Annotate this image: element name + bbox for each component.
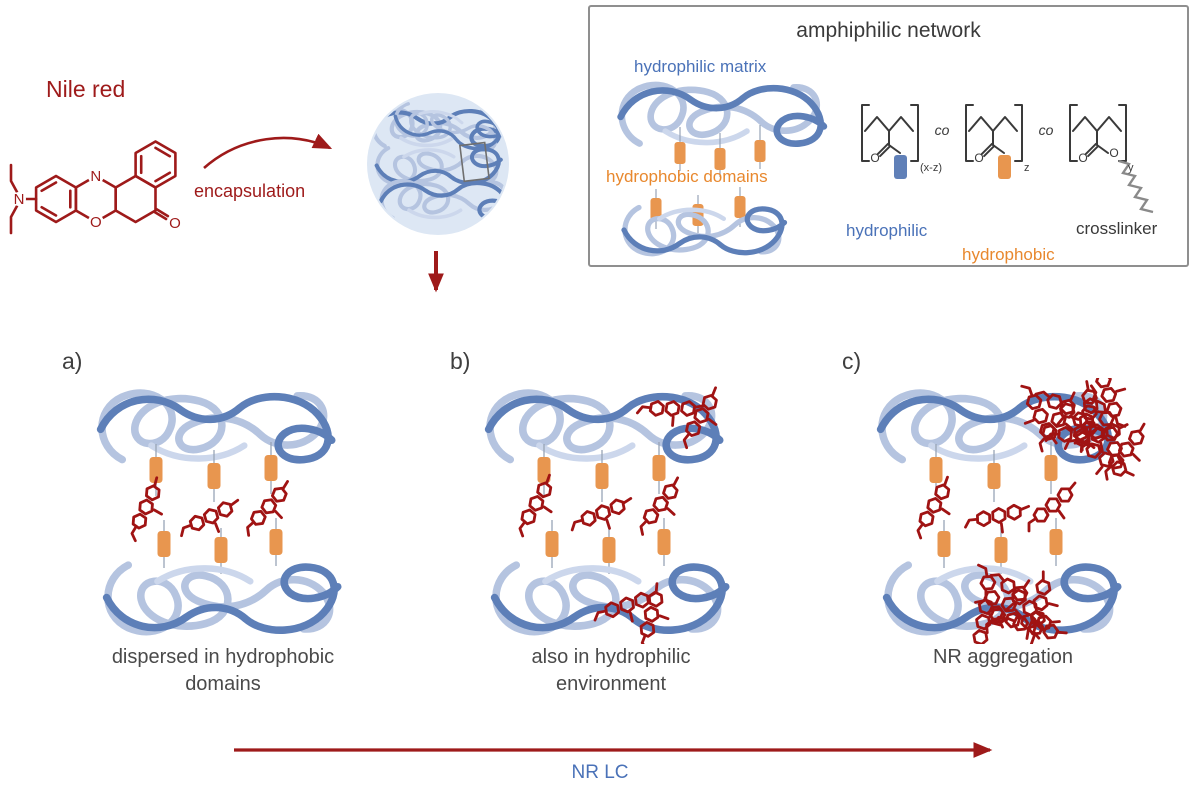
nr-lc-label: NR LC (571, 762, 629, 783)
subscript-y: y (1128, 162, 1134, 174)
caption-line: domains (185, 673, 261, 695)
nile-red-label: Nile red (46, 76, 126, 102)
encapsulation-arrow (203, 133, 333, 169)
panel-a-label: a) (62, 348, 83, 374)
panel-c-drawing (846, 378, 1161, 644)
panel-a-drawing (66, 378, 381, 644)
carbonyl-o-label: O (1078, 151, 1087, 165)
inset-title: amphiphilic network (796, 19, 981, 42)
zoom-region-indicator (459, 141, 490, 183)
hydrophobic-domains-label: hydrophobic domains (606, 167, 768, 186)
crosslinker-zigzag (1118, 159, 1154, 214)
panel-c: c) (838, 344, 1168, 724)
polymer-tangle-bottom (495, 565, 726, 632)
repeat-unit-bracket (1118, 104, 1127, 162)
nile-red-molecules (113, 476, 296, 549)
hydrophilic-label: hydrophilic (846, 221, 928, 240)
panel-c-label: c) (842, 348, 862, 374)
caption-line: dispersed in hydrophobic (111, 646, 335, 668)
co-label-2: co (1039, 122, 1054, 138)
carbonyl-o-label: O (974, 151, 983, 165)
repeat-unit-bracket (910, 104, 919, 162)
polymer-tangle-bottom (624, 208, 785, 254)
panel-b: b) (446, 344, 776, 724)
polymer-tangle-bottom (107, 565, 338, 632)
hydrophobic-sidechain-swatch (998, 155, 1011, 179)
repeat-unit-bracket (1014, 104, 1023, 162)
repeat-unit-bracket (965, 104, 974, 162)
repeat-unit-bracket (861, 104, 870, 162)
panel-a-caption: dispersed in hydrophobic domains (58, 644, 388, 698)
caption-line: environment (555, 673, 667, 695)
caption-line: NR aggregation (932, 646, 1074, 668)
caption-line: also in hydrophilic (531, 646, 691, 668)
ester-o-label: O (1109, 146, 1118, 160)
inset-panel: amphiphilic network hydrophilic matrix (588, 5, 1189, 267)
repeat-unit-bracket (1069, 104, 1078, 162)
ring-oxygen-label: O (90, 214, 102, 231)
panel-b-label: b) (450, 348, 471, 374)
down-arrow (428, 251, 444, 293)
ring-nitrogen-label: N (90, 168, 101, 185)
nile-red-structure: N O N O (9, 140, 181, 235)
hydrophilic-matrix-label: hydrophilic matrix (634, 57, 767, 76)
copolymer-structure: O O O O co co (x-z) z y (861, 104, 1154, 214)
polymer-tangle-top (101, 393, 332, 460)
inset-network-drawing (598, 69, 868, 269)
panel-c-caption: NR aggregation (838, 644, 1168, 671)
carbonyl-oxygen-label: O (169, 215, 181, 232)
encapsulation-label: encapsulation (194, 181, 306, 201)
co-label-1: co (935, 122, 950, 138)
panel-b-drawing (454, 378, 732, 644)
carbonyl-o-label: O (870, 151, 879, 165)
polymer-tangle-top (621, 85, 824, 144)
nr-lc-arrow (234, 742, 993, 758)
panel-a: a) (58, 344, 388, 724)
amine-nitrogen-label: N (14, 191, 25, 208)
crosslinker-label: crosslinker (1076, 219, 1158, 238)
subscript-z: z (1024, 162, 1030, 174)
hydrophilic-sidechain-swatch (894, 155, 907, 179)
panel-b-caption: also in hydrophilic environment (446, 644, 776, 698)
hydrophobic-label: hydrophobic (962, 245, 1055, 264)
subscript-xz: (x-z) (920, 162, 942, 174)
nanogel-blob (367, 93, 509, 235)
